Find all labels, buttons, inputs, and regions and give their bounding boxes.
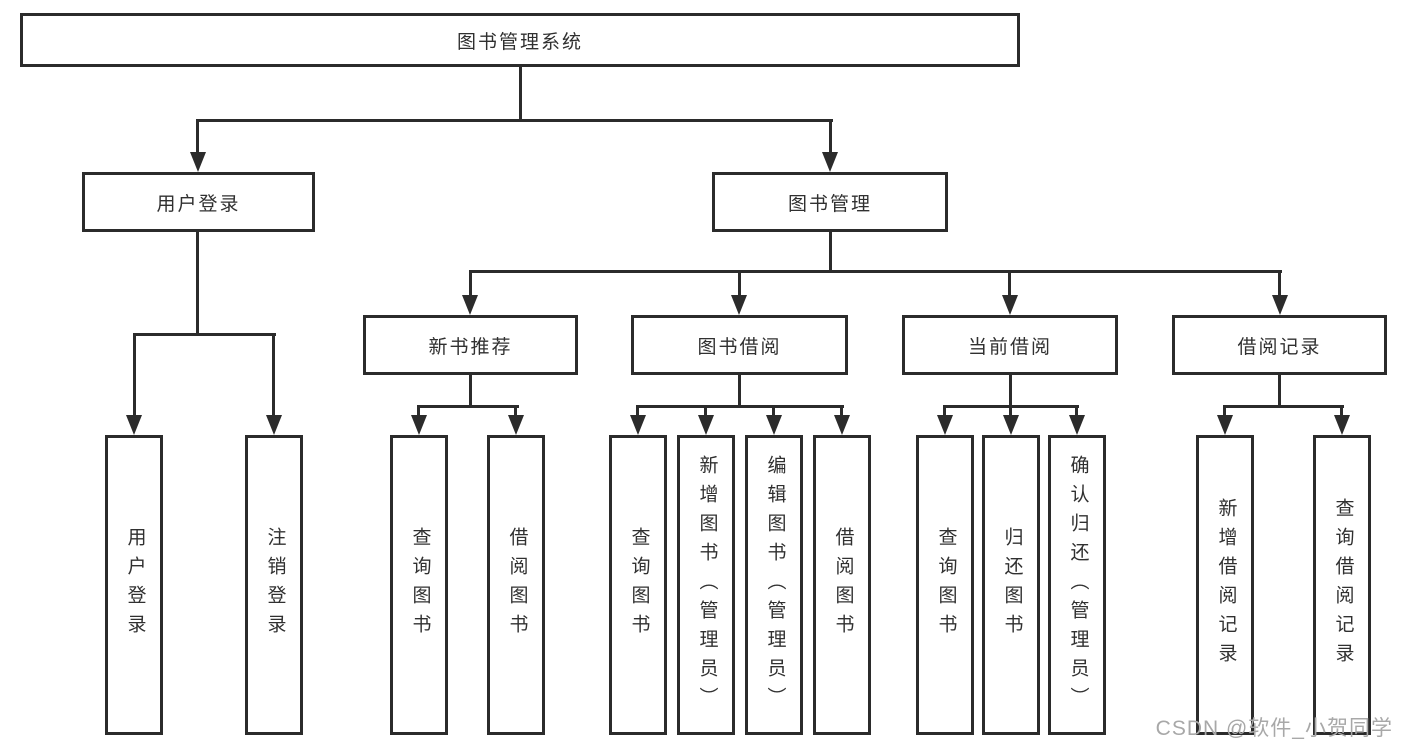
leaf-borrow-books-recommend: 借阅图书: [487, 435, 545, 735]
leaf-add-books-admin: 新增图书（管理员）: [677, 435, 735, 735]
arrow-down-icon: [698, 415, 714, 435]
leaf-query-books-recommend: 查询图书: [390, 435, 448, 735]
arrow-down-icon: [766, 415, 782, 435]
arrow-down-icon: [937, 415, 953, 435]
connector-vline: [738, 270, 741, 297]
node-book-borrow: 图书借阅: [631, 315, 848, 375]
leaf-label: 归还图书: [1001, 527, 1023, 643]
arrow-down-icon: [1334, 415, 1350, 435]
connector-vline: [738, 375, 741, 407]
arrow-down-icon: [266, 415, 282, 435]
node-label: 图书借阅: [697, 336, 782, 358]
connector-hline: [133, 333, 276, 336]
leaf-label: 编辑图书（管理员）: [764, 454, 786, 716]
connector-vline: [469, 375, 472, 407]
connector-vline: [196, 119, 199, 156]
connector-vline: [1278, 270, 1281, 297]
arrow-down-icon: [630, 415, 646, 435]
connector-vline: [1075, 405, 1078, 419]
leaf-borrow-books: 借阅图书: [813, 435, 871, 735]
node-label: 借阅记录: [1237, 336, 1322, 358]
node-new-book-recommend: 新书推荐: [363, 315, 578, 375]
connector-hline: [636, 405, 844, 408]
leaf-query-borrow-record: 查询借阅记录: [1313, 435, 1371, 735]
arrow-down-icon: [1002, 295, 1018, 315]
connector-vline: [772, 405, 775, 419]
connector-vline: [196, 232, 199, 335]
arrow-down-icon: [462, 295, 478, 315]
connector-vline: [704, 405, 707, 419]
node-label: 用户登录: [156, 193, 241, 215]
connector-vline: [829, 232, 832, 273]
leaf-query-books-borrow: 查询图书: [609, 435, 667, 735]
connector-vline: [1009, 375, 1012, 407]
node-library-system: 图书管理系统: [20, 13, 1020, 67]
connector-vline: [1008, 270, 1011, 297]
leaf-label: 注销登录: [264, 527, 286, 643]
connector-vline: [636, 405, 639, 419]
arrow-down-icon: [508, 415, 524, 435]
connector-vline: [1009, 405, 1012, 419]
leaf-logout: 注销登录: [245, 435, 303, 735]
leaf-return-books: 归还图书: [982, 435, 1040, 735]
leaf-label: 新增借阅记录: [1215, 498, 1237, 672]
arrow-down-icon: [1003, 415, 1019, 435]
connector-hline: [1223, 405, 1344, 408]
node-borrow-records: 借阅记录: [1172, 315, 1387, 375]
arrow-down-icon: [1069, 415, 1085, 435]
leaf-label: 用户登录: [124, 527, 146, 643]
leaf-label: 新增图书（管理员）: [696, 454, 718, 716]
arrow-down-icon: [731, 295, 747, 315]
leaf-label: 查询借阅记录: [1332, 498, 1354, 672]
connector-vline: [272, 333, 275, 417]
connector-vline: [417, 405, 420, 419]
connector-hline: [197, 119, 833, 122]
leaf-edit-books-admin: 编辑图书（管理员）: [745, 435, 803, 735]
node-user-login: 用户登录: [82, 172, 315, 232]
node-label: 当前借阅: [967, 336, 1052, 358]
node-current-borrow: 当前借阅: [902, 315, 1118, 375]
leaf-label: 确认归还（管理员）: [1067, 454, 1089, 716]
leaf-label: 借阅图书: [832, 527, 854, 643]
connector-vline: [133, 333, 136, 417]
connector-vline: [514, 405, 517, 419]
connector-vline: [469, 270, 472, 297]
connector-vline: [943, 405, 946, 419]
node-label: 新书推荐: [428, 336, 513, 358]
leaf-query-books-current: 查询图书: [916, 435, 974, 735]
arrow-down-icon: [1272, 295, 1288, 315]
leaf-label: 查询图书: [628, 527, 650, 643]
connector-vline: [1223, 405, 1226, 419]
node-label: 图书管理: [787, 193, 872, 215]
arrow-down-icon: [190, 152, 206, 172]
leaf-label: 借阅图书: [506, 527, 528, 643]
connector-vline: [1278, 375, 1281, 407]
node-label: 图书管理系统: [456, 31, 583, 53]
connector-vline: [1340, 405, 1343, 419]
connector-vline: [829, 119, 832, 156]
leaf-add-borrow-record: 新增借阅记录: [1196, 435, 1254, 735]
leaf-label: 查询图书: [409, 527, 431, 643]
arrow-down-icon: [834, 415, 850, 435]
leaf-user-login: 用户登录: [105, 435, 163, 735]
csdn-watermark: CSDN @软件_小贺同学: [1155, 717, 1393, 740]
arrow-down-icon: [126, 415, 142, 435]
connector-hline: [417, 405, 519, 408]
arrow-down-icon: [1217, 415, 1233, 435]
arrow-down-icon: [411, 415, 427, 435]
node-book-management: 图书管理: [712, 172, 948, 232]
connector-hline: [469, 270, 1282, 273]
leaf-label: 查询图书: [935, 527, 957, 643]
leaf-confirm-return-admin: 确认归还（管理员）: [1048, 435, 1106, 735]
arrow-down-icon: [822, 152, 838, 172]
connector-vline: [519, 67, 522, 120]
connector-vline: [840, 405, 843, 419]
